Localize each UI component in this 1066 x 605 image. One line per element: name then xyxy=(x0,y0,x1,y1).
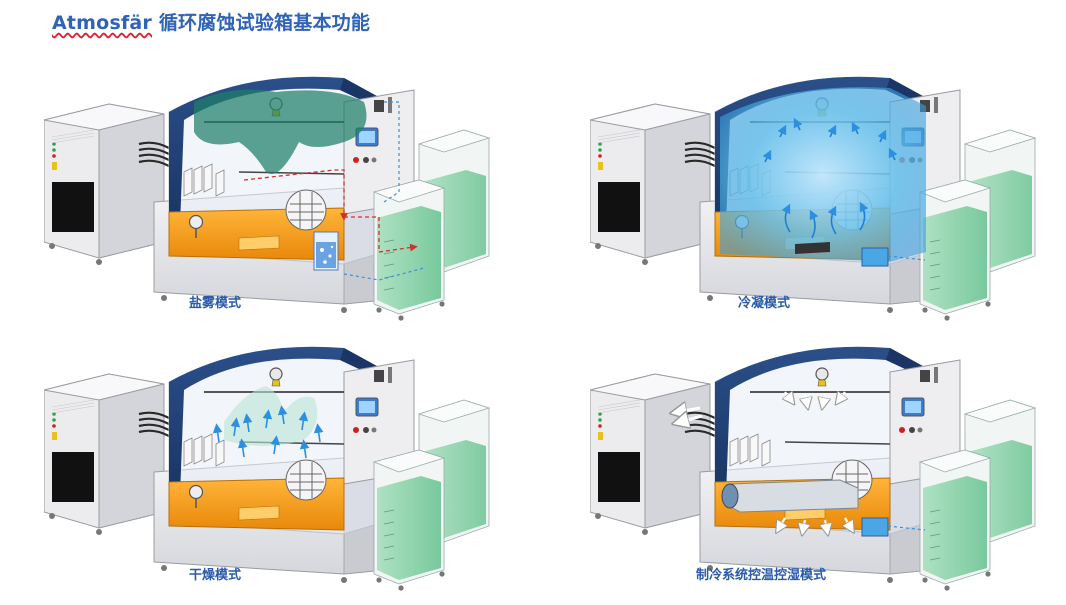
panel-drying: 干燥模式 xyxy=(44,312,494,592)
salt-fog-cloud xyxy=(194,89,367,174)
caption-refrigeration: 制冷系统控温控湿模式 xyxy=(696,568,827,583)
salt-spray-illustration xyxy=(44,75,491,322)
water-tank-refrigeration xyxy=(861,517,889,537)
caption-salt-spray: 盐雾模式 xyxy=(189,296,242,311)
refrigeration-duct xyxy=(724,479,859,513)
panel-condensation: 冷凝模式 xyxy=(590,42,1040,322)
condensation-glow xyxy=(720,87,926,262)
refrigeration-illustration xyxy=(590,345,1037,592)
brand-name: Atmosfär xyxy=(52,12,153,34)
caption-drying: 干燥模式 xyxy=(189,568,242,583)
drying-illustration xyxy=(44,345,491,592)
panel-salt-spray: 盐雾模式 xyxy=(44,42,494,322)
caption-condensation: 冷凝模式 xyxy=(738,296,791,311)
water-tank xyxy=(861,247,889,267)
duct-fan xyxy=(721,483,739,509)
panel-refrigeration: 制冷系统控温控湿模式 xyxy=(590,312,1040,592)
page-title: Atmosfär 循环腐蚀试验箱基本功能 xyxy=(52,8,370,35)
title-text: 循环腐蚀试验箱基本功能 xyxy=(158,12,371,34)
heater-element xyxy=(795,242,830,254)
condensation-illustration xyxy=(590,75,1037,322)
